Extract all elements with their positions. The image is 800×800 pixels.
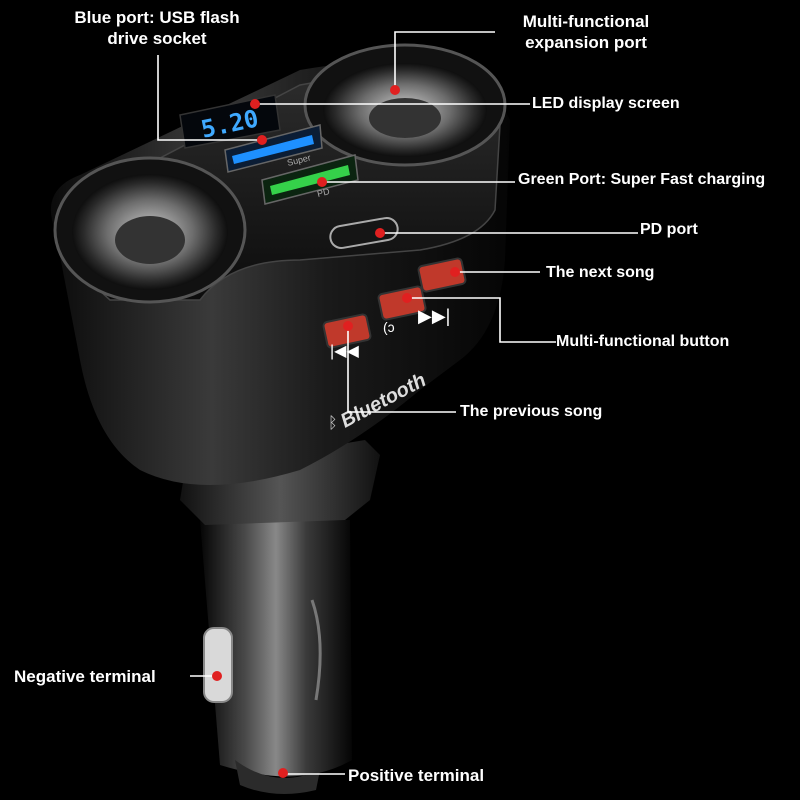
label-green-port: Green Port: Super Fast charging bbox=[518, 171, 766, 188]
label-negative-terminal: Negative terminal bbox=[14, 667, 156, 686]
port-pd-label: PD bbox=[316, 186, 331, 199]
previous-track-icon: |◀◀ bbox=[330, 343, 359, 360]
bluetooth-icon: ᛒ bbox=[328, 415, 338, 432]
dot-expansion-port bbox=[390, 85, 400, 95]
callout-dots bbox=[212, 85, 460, 778]
right-socket bbox=[303, 43, 507, 167]
callout-lines bbox=[157, 31, 638, 775]
dot-previous-song bbox=[343, 321, 353, 331]
charger-neck bbox=[180, 440, 380, 525]
pd-usb-c-port bbox=[329, 217, 399, 249]
label-previous-song: The previous song bbox=[460, 403, 603, 420]
label-blue-port-line1: Blue port: USB flash bbox=[74, 8, 240, 27]
label-next-song: The next song bbox=[546, 264, 655, 281]
previous-song-button[interactable] bbox=[322, 313, 372, 349]
next-song-button[interactable] bbox=[417, 257, 467, 293]
dot-pd-port bbox=[375, 228, 385, 238]
dot-multi-button bbox=[402, 293, 412, 303]
play-pause-icon: (ɔ bbox=[383, 319, 395, 335]
callout-line-blue-port bbox=[157, 55, 258, 141]
label-expansion-port: Multi-functional expansion port bbox=[496, 11, 676, 53]
dot-led-display bbox=[250, 99, 260, 109]
label-multi-button: Multi-functional button bbox=[556, 333, 730, 350]
callout-line-expansion-port bbox=[394, 31, 495, 88]
dot-blue-port bbox=[257, 135, 267, 145]
dot-negative-terminal bbox=[212, 671, 222, 681]
charger-plug bbox=[200, 520, 352, 794]
dot-next-song bbox=[450, 267, 460, 277]
label-pd-port: PD port bbox=[640, 221, 698, 238]
blue-usb-port: Super bbox=[224, 124, 323, 173]
next-track-icon: ▶▶| bbox=[418, 306, 450, 326]
label-expansion-port-line2: expansion port bbox=[525, 33, 647, 52]
label-positive-terminal: Positive terminal bbox=[348, 766, 485, 785]
label-expansion-port-line1: Multi-functional bbox=[522, 12, 650, 31]
dot-green-port bbox=[317, 177, 327, 187]
left-socket bbox=[53, 156, 247, 304]
green-usb-port: PD bbox=[261, 154, 359, 205]
callout-line-previous-song bbox=[347, 328, 456, 413]
negative-terminal-spring bbox=[203, 627, 233, 703]
label-led-display: LED display screen bbox=[532, 95, 680, 112]
callout-line-multi-button bbox=[410, 297, 556, 343]
label-blue-port-line2: drive socket bbox=[107, 29, 207, 48]
dot-positive-terminal bbox=[278, 768, 288, 778]
label-blue-port: Blue port: USB flash drive socket bbox=[62, 7, 252, 49]
